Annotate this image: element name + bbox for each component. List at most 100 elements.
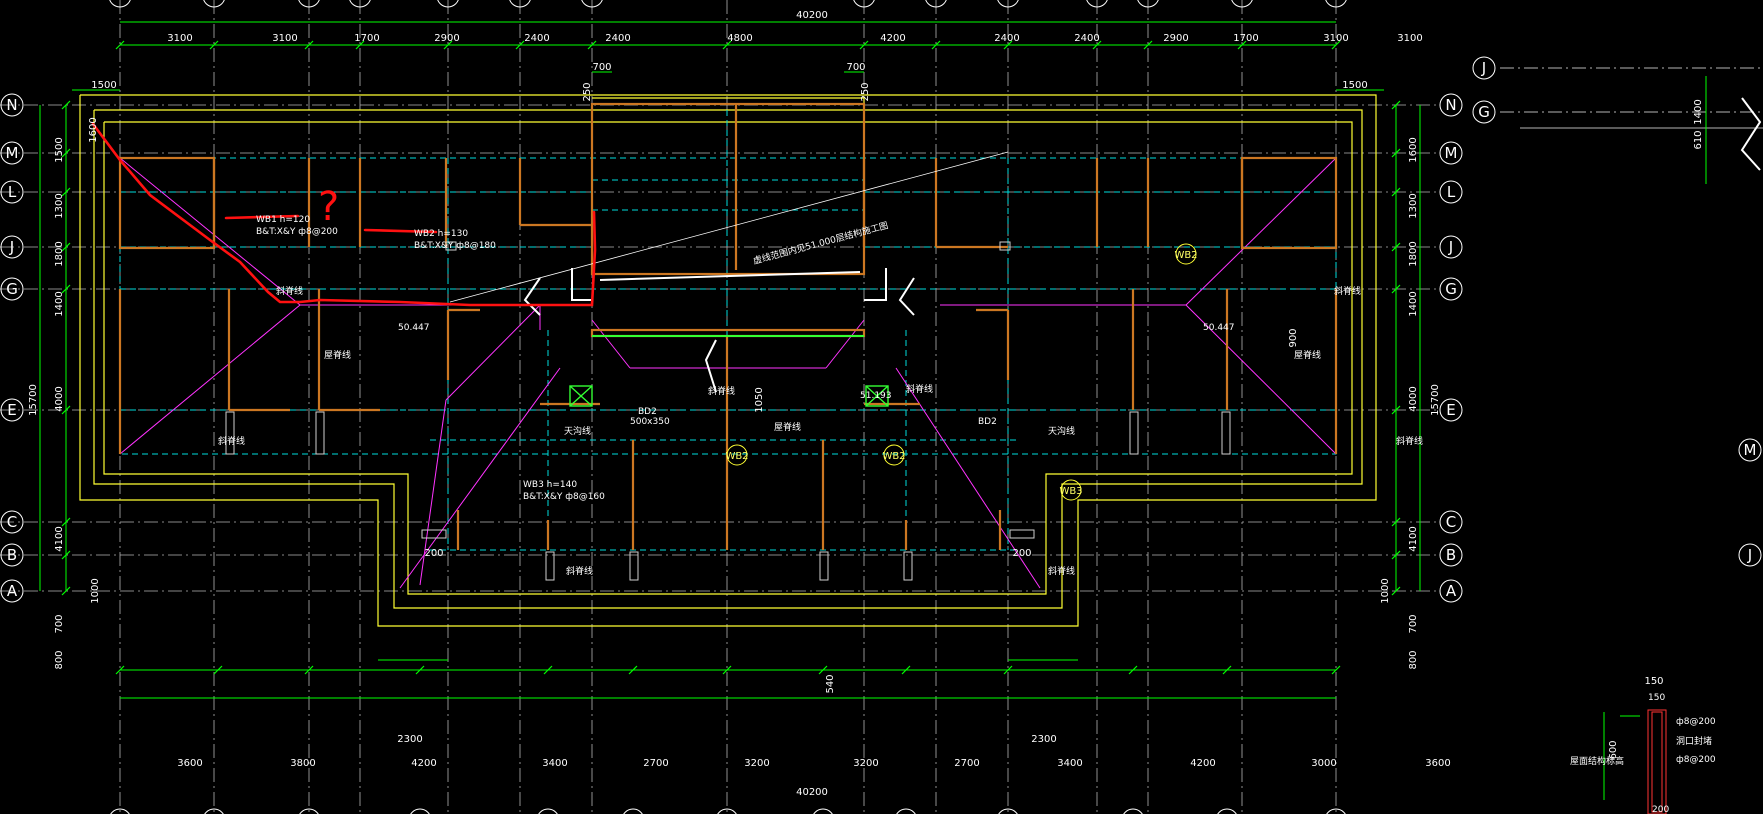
top-dim-label: 1700 <box>354 33 379 44</box>
axis-label: J <box>1747 546 1752 564</box>
bottom-dim-label: 3400 <box>542 758 567 769</box>
bd2-openings <box>569 385 889 407</box>
wb3-rebar: B&T:X&Y ф8@160 <box>523 492 605 502</box>
axis-label: M <box>6 144 19 162</box>
level-label: 屋脊线 <box>774 421 801 433</box>
axis-label: G <box>6 280 18 298</box>
roof-outline <box>79 94 1377 627</box>
slab-label-rings <box>726 243 1197 501</box>
bottom-dim-label: 3600 <box>177 758 202 769</box>
slope-label: 斜脊线 <box>276 285 303 297</box>
wb1-rebar: B&T:X&Y ф8@200 <box>256 227 338 237</box>
left-dim-label: 700 <box>54 614 65 633</box>
dimension-ticks <box>61 40 1401 675</box>
right-dim-label: 1400 <box>1408 291 1419 316</box>
slope-label: 斜脊线 <box>906 383 933 395</box>
level-label: 屋脊线 <box>324 349 351 361</box>
small-dim: 1600 <box>88 117 99 142</box>
slab-id: WB2 <box>882 451 905 462</box>
slope-label: 斜脊线 <box>218 435 245 447</box>
right-detail-axis-labels: J G M J <box>1478 59 1756 564</box>
slope-label: 斜脊线 <box>566 565 593 577</box>
small-dim: 150 <box>1644 676 1663 687</box>
detail-note: 200 <box>1652 805 1669 814</box>
left-dim-chain: 1500 1300 1800 1400 4000 4100 1000 700 8… <box>54 137 101 669</box>
top-dim-label: 1700 <box>1233 33 1258 44</box>
slope-label: 斜脊线 <box>1334 285 1361 297</box>
gutter-label: 天沟线 <box>1048 425 1075 437</box>
axis-label: E <box>1446 401 1455 419</box>
small-dim: 1050 <box>754 387 765 412</box>
axis-label: M <box>1445 144 1458 162</box>
top-dim-label: 4800 <box>727 33 752 44</box>
small-dim: 610 <box>1693 130 1704 149</box>
small-dims: 1500 1500 700 700 250 250 1600 200 200 2… <box>88 62 1704 760</box>
axis-label: L <box>8 183 17 201</box>
small-dim: 250 <box>582 82 593 101</box>
top-dim-label: 2900 <box>434 33 459 44</box>
ridge-notes: 斜脊线 屋脊线 斜脊线 天沟线 斜脊线 屋脊线 斜脊线 天沟线 斜脊线 屋脊线 … <box>218 285 1423 577</box>
axis-label: L <box>1447 183 1456 201</box>
top-dim-label: 2400 <box>524 33 549 44</box>
top-dim-label: 2400 <box>994 33 1019 44</box>
bottom-dim-label: 3200 <box>853 758 878 769</box>
stair-marks <box>523 268 915 393</box>
bd2-label: BD2 <box>978 417 997 427</box>
bottom-dim-label: 3000 <box>1311 758 1336 769</box>
right-dim-label: 1000 <box>1380 578 1391 603</box>
right-dim-label: 1300 <box>1408 193 1419 218</box>
small-dim: 250 <box>860 82 871 101</box>
horizontal-grid-lines <box>0 104 1440 592</box>
question-mark: ? <box>318 184 339 230</box>
right-dim-label: 4000 <box>1408 386 1419 411</box>
slope-label: 斜脊线 <box>1396 435 1423 447</box>
total-dim-bottom: 40200 <box>796 787 828 798</box>
red-markup <box>91 122 597 307</box>
bottom-dim-label: 4200 <box>411 758 436 769</box>
elevation-label: 50.447 <box>1203 323 1235 333</box>
axis-label: B <box>7 546 17 564</box>
left-dim-label: 1800 <box>54 241 65 266</box>
axis-label: J <box>1481 59 1486 77</box>
elevation-label: 51.193 <box>860 391 892 401</box>
small-dim: 900 <box>1288 328 1299 347</box>
left-dim-label: 4000 <box>54 386 65 411</box>
small-dim: 1400 <box>1693 99 1704 124</box>
right-dim-chain: 1600 1300 1800 1400 4000 4100 1000 700 8… <box>1380 137 1419 669</box>
small-dim: 600 <box>1608 740 1619 759</box>
left-dim-label: 800 <box>54 650 65 669</box>
small-dim: 700 <box>592 62 611 73</box>
slab-id: WB2 <box>1174 250 1197 261</box>
bottom-dim-label: 3800 <box>290 758 315 769</box>
right-dim-label: 4100 <box>1408 526 1419 551</box>
gutter-label: 天沟线 <box>564 425 591 437</box>
slab-id: WB2 <box>725 451 748 462</box>
elevation-label: 50.447 <box>398 323 430 333</box>
detail-note: 洞口封堵 <box>1676 735 1712 747</box>
wb2-rebar: B&T:X&Y ф8@180 <box>414 241 496 251</box>
top-dim-label: 2900 <box>1163 33 1188 44</box>
bd2-size: 500x350 <box>630 417 670 427</box>
bottom-dim-label: 3200 <box>744 758 769 769</box>
left-total-dim: 15700 <box>28 384 39 416</box>
detail-note: ф8@200 <box>1676 755 1716 765</box>
top-dim-label: 3100 <box>1323 33 1348 44</box>
bottom-column-bubbles <box>110 808 1346 814</box>
column-hatches <box>225 241 1231 581</box>
right-dim-label: 800 <box>1408 650 1419 669</box>
right-dim-label: 1600 <box>1408 137 1419 162</box>
small-dim: 2300 <box>397 734 422 745</box>
detail-note: 150 <box>1648 693 1665 703</box>
small-dim: 2300 <box>1031 734 1056 745</box>
small-dim: 200 <box>424 548 443 559</box>
walls <box>118 102 1338 550</box>
bottom-dim-label: 2700 <box>954 758 979 769</box>
left-dim-label: 4100 <box>54 526 65 551</box>
row-axis-labels-left: N M L J G E C B A <box>6 96 19 600</box>
axis-label: N <box>1445 96 1456 114</box>
bottom-dim-label: 2700 <box>643 758 668 769</box>
ridge-lines <box>119 157 1337 589</box>
axis-label: A <box>7 582 18 600</box>
bottom-dim-label: 3600 <box>1425 758 1450 769</box>
